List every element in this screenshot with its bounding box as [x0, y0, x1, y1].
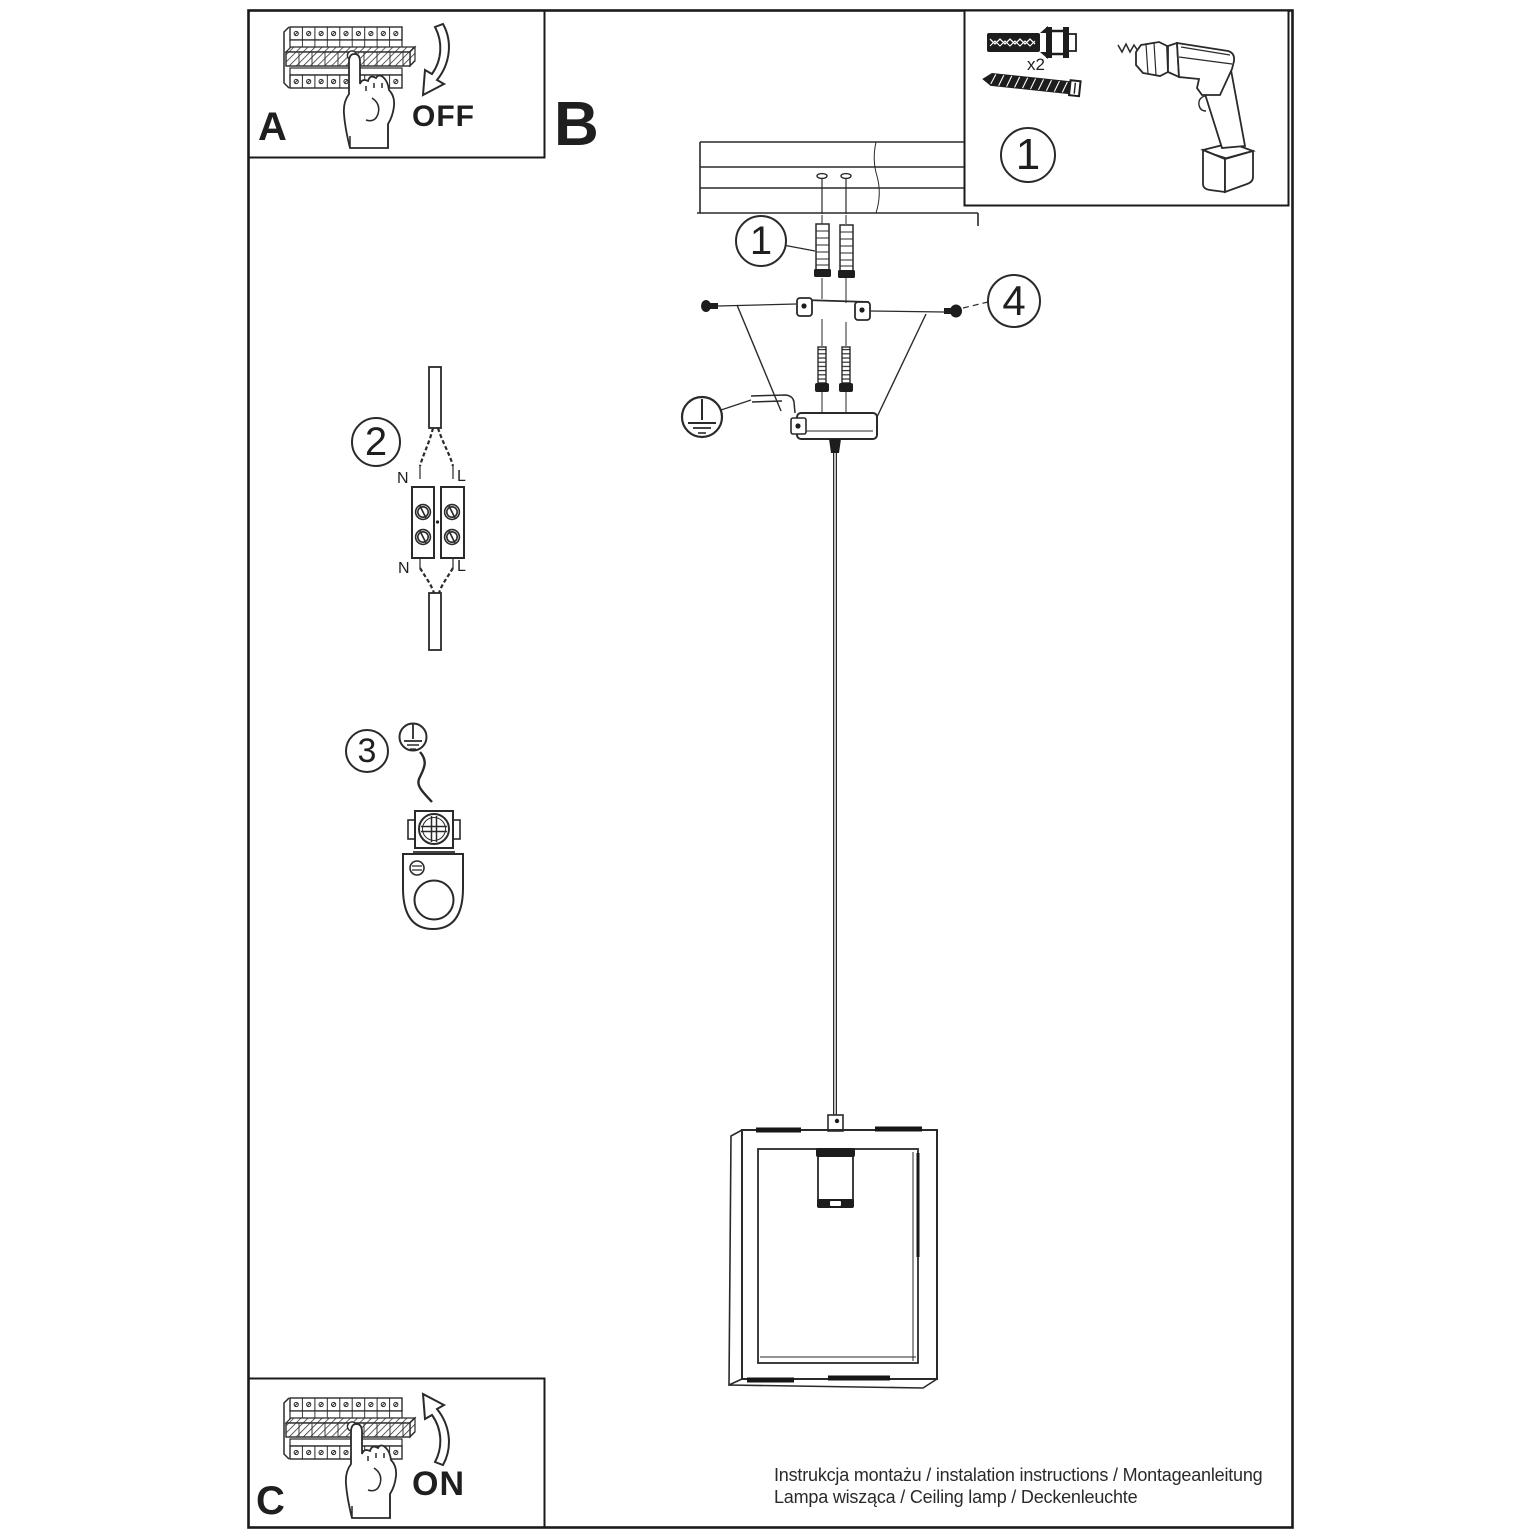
wall-anchor-right: [837, 224, 856, 279]
canopy-screws: [815, 346, 853, 392]
alignment-lines: [821, 215, 847, 412]
callout-step-1-parts: 1: [1000, 127, 1056, 183]
on-arrow: [421, 1392, 450, 1467]
section-a-box: [247, 9, 546, 159]
callout-step-2-wiring: 2: [351, 417, 401, 467]
anchor-quantity-label: x2: [1027, 55, 1045, 74]
side-screw-right: [869, 301, 989, 318]
cord-connector: [827, 1114, 844, 1132]
off-arrow: [421, 22, 450, 97]
section-c-box: [247, 1377, 546, 1529]
terminal-l-top-label: L: [457, 468, 466, 485]
canopy-drawing: [790, 412, 878, 453]
terminal-n-top-label: N: [397, 470, 409, 487]
ground-symbol: [680, 395, 752, 439]
section-c-label: C: [256, 1479, 285, 1523]
terminal-l-bottom-label: L: [457, 558, 466, 575]
mounting-bracket-drawing: [796, 297, 871, 321]
page-border: [247, 9, 1294, 1529]
section-b-label: B: [554, 90, 599, 159]
drill-drawing: [1117, 41, 1256, 194]
on-label: ON: [412, 1465, 465, 1503]
callout-step-3-ground: 3: [345, 729, 389, 773]
lamp-socket: [816, 1148, 855, 1208]
callout-step-4-screws: 4: [987, 274, 1041, 328]
terminal-n-bottom-label: N: [398, 560, 410, 577]
footer-line-1: Instrukcja montażu / instalation instruc…: [774, 1465, 1263, 1485]
callout-step-1-anchors: 1: [735, 215, 787, 267]
terminal-block-drawing: [411, 366, 465, 651]
funnel-lines: [736, 304, 927, 418]
wall-anchor-left: [813, 223, 832, 278]
footer-line-2: Lampa wisząca / Ceiling lamp / Deckenleu…: [774, 1487, 1138, 1507]
side-screw-left: [701, 300, 797, 312]
ground-tab: [750, 394, 796, 414]
ceiling-drawing: [697, 141, 979, 226]
callout1-leader: [782, 244, 816, 252]
section-a-label: A: [258, 105, 287, 149]
ground-terminal-drawing: [398, 722, 464, 931]
wall-plug-drawing: [987, 26, 1077, 59]
off-label: OFF: [412, 100, 475, 133]
breaker-panel-c: [284, 1398, 415, 1459]
hand-c: [344, 1423, 398, 1519]
mounting-screw-drawing: [982, 72, 1082, 98]
